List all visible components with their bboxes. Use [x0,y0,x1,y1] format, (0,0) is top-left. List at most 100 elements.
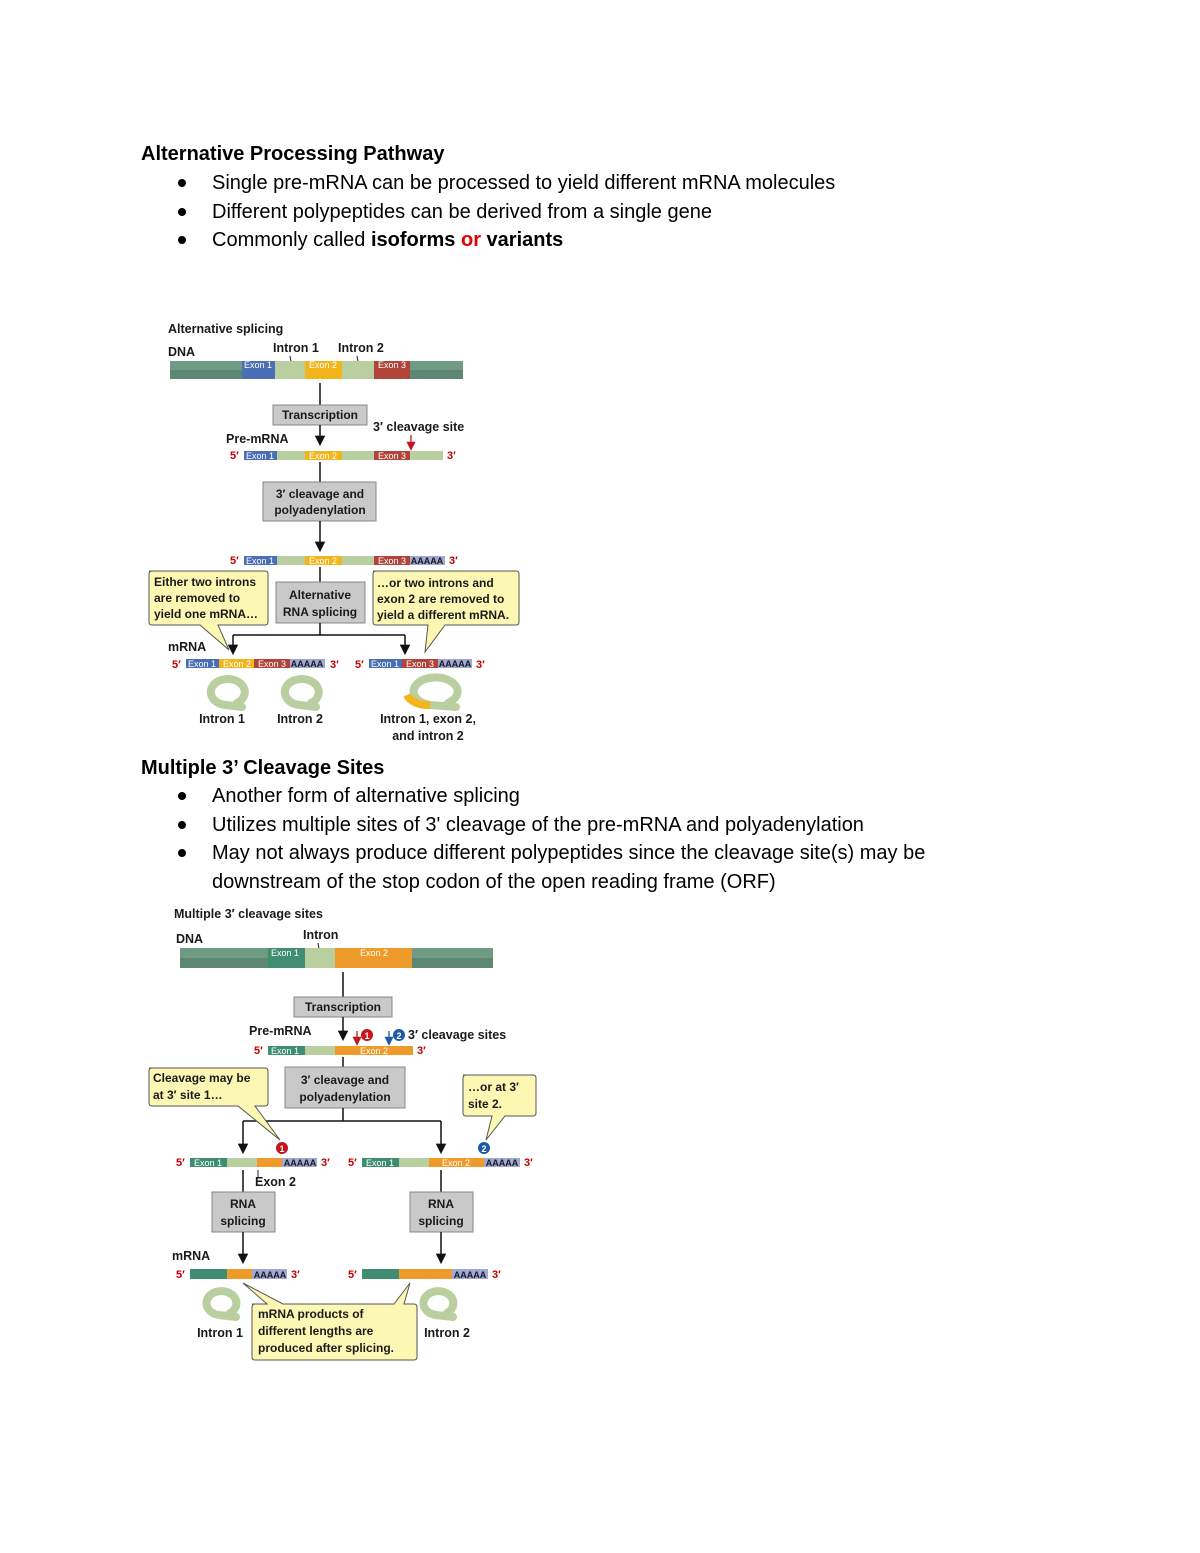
svg-text:…or at 3′: …or at 3′ [468,1080,519,1094]
list-item: Single pre-mRNA can be processed to yiel… [178,169,835,198]
bullet-icon [178,792,186,800]
bullet-prefix: Commonly called [212,229,371,251]
svg-text:5′: 5′ [172,659,181,671]
bullet-list-alternative-processing: Single pre-mRNA can be processed to yiel… [178,169,835,255]
svg-text:Transcription: Transcription [282,408,358,422]
svg-text:Exon 1: Exon 1 [244,360,272,370]
svg-text:5′: 5′ [355,659,364,671]
section-heading-alternative-processing: Alternative Processing Pathway [141,143,445,165]
site2-marker-icon [393,1029,405,1041]
svg-text:at 3′ site 1…: at 3′ site 1… [153,1088,223,1102]
pre-mrna-exon2 [335,1046,413,1055]
svg-text:3′: 3′ [524,1157,533,1169]
svg-text:produced after splicing.: produced after splicing. [258,1341,394,1355]
pre-mrna-exon1 [268,1046,305,1055]
dna-label: DNA [168,345,195,359]
svg-text:AAAAA: AAAAA [486,1158,519,1168]
svg-text:Intron 1, exon 2,: Intron 1, exon 2, [380,712,476,726]
pre-mrna-strand [244,451,443,460]
svg-text:3′ cleavage and: 3′ cleavage and [301,1073,389,1087]
callout-site2 [462,1074,537,1141]
dna-exon3 [374,361,410,379]
svg-text:5′: 5′ [176,1157,185,1169]
svg-text:5′: 5′ [254,1045,263,1057]
svg-text:3′: 3′ [492,1269,501,1281]
svg-text:Exon 1: Exon 1 [246,556,274,566]
dna-intron2 [342,361,374,379]
rna-splicing-box-right [409,1191,474,1233]
figure-title: Alternative splicing [168,322,283,336]
pre-mrna-label: Pre-mRNA [226,432,289,446]
dna-intron1 [275,361,305,379]
svg-text:Exon 1: Exon 1 [188,659,216,669]
bullet-icon [178,207,186,216]
mrna-long-exon2 [399,1269,452,1279]
section-heading-multiple-cleavage: Multiple 3’ Cleavage Sites [141,757,385,779]
figure-multiple-cleavage-sites: Multiple 3′ cleavage sites DNA Intron Ex… [148,907,537,1361]
svg-text:Exon 2: Exon 2 [360,948,388,958]
term-variants: variants [486,229,564,251]
svg-text:3′: 3′ [447,450,456,462]
intron1-label: Intron 1 [273,341,319,355]
dna-intron [305,948,335,968]
svg-text:Exon 3: Exon 3 [378,360,406,370]
svg-text:1: 1 [364,1031,369,1041]
svg-text:5′: 5′ [230,555,239,567]
dna-exon1 [268,948,305,968]
svg-text:AAAAA: AAAAA [411,556,444,566]
svg-text:3′: 3′ [330,659,339,671]
svg-text:3′: 3′ [291,1269,300,1281]
svg-text:Exon 2: Exon 2 [309,451,337,461]
svg-text:yield one mRNA…: yield one mRNA… [154,607,258,621]
svg-text:AAAAA: AAAAA [454,1270,487,1280]
svg-text:mRNA products of: mRNA products of [258,1307,365,1321]
svg-text:3′ cleavage and: 3′ cleavage and [276,487,364,501]
mrna1-polya [290,659,325,668]
svg-text:polyadenylation: polyadenylation [274,503,365,517]
svg-text:Exon 3: Exon 3 [378,556,406,566]
site1-marker-icon [361,1029,373,1041]
rna-splicing-box-left [211,1191,276,1233]
svg-text:Exon 2: Exon 2 [360,1046,388,1056]
mrna-short-polya [252,1269,287,1279]
svg-text:Exon 3: Exon 3 [378,451,406,461]
alternative-splicing-box [275,581,366,624]
svg-text:3′: 3′ [476,659,485,671]
mrna2-exon1 [369,659,402,668]
svg-text:Transcription: Transcription [305,1000,381,1014]
svg-text:Exon 3: Exon 3 [406,659,434,669]
cleavage-sites-label: 3′ cleavage sites [408,1028,506,1042]
svg-text:Either two introns: Either two introns [154,575,256,589]
mrna-long-exon1 [362,1269,399,1279]
svg-text:5′: 5′ [230,450,239,462]
svg-text:2: 2 [481,1144,486,1154]
svg-text:AAAAA: AAAAA [439,659,472,669]
svg-text:polyadenylation: polyadenylation [299,1090,390,1104]
svg-text:Exon 1: Exon 1 [194,1158,222,1168]
intron-label: Intron [303,928,338,942]
svg-text:Exon 1: Exon 1 [366,1158,394,1168]
callout-site1 [148,1067,281,1141]
pre-mrna-label: Pre-mRNA [249,1024,312,1038]
intron2-label: Intron 2 [338,341,384,355]
svg-text:AAAAA: AAAAA [291,659,324,669]
svg-text:Intron 1: Intron 1 [199,712,245,726]
mrna-label: mRNA [172,1249,210,1263]
list-item: May not always produce different polypep… [178,839,998,896]
svg-text:Exon 2: Exon 2 [309,360,337,370]
svg-text:splicing: splicing [418,1214,463,1228]
term-connector: or [460,229,481,251]
dna-exon2 [335,948,412,968]
cleavage-site-label: 3′ cleavage site [373,420,464,434]
svg-text:Intron 2: Intron 2 [277,712,323,726]
svg-text:3′: 3′ [417,1045,426,1057]
svg-text:Exon 2: Exon 2 [442,1158,470,1168]
svg-text:RNA: RNA [230,1197,256,1211]
svg-text:Exon 1: Exon 1 [271,1046,299,1056]
svg-text:Exon 2: Exon 2 [223,659,251,669]
svg-text:yield a different mRNA.: yield a different mRNA. [377,608,509,622]
mrna-short-exon1 [190,1269,227,1279]
svg-text:site 2.: site 2. [468,1097,502,1111]
svg-text:different lengths are: different lengths are [258,1324,374,1338]
callout-right [372,570,520,654]
